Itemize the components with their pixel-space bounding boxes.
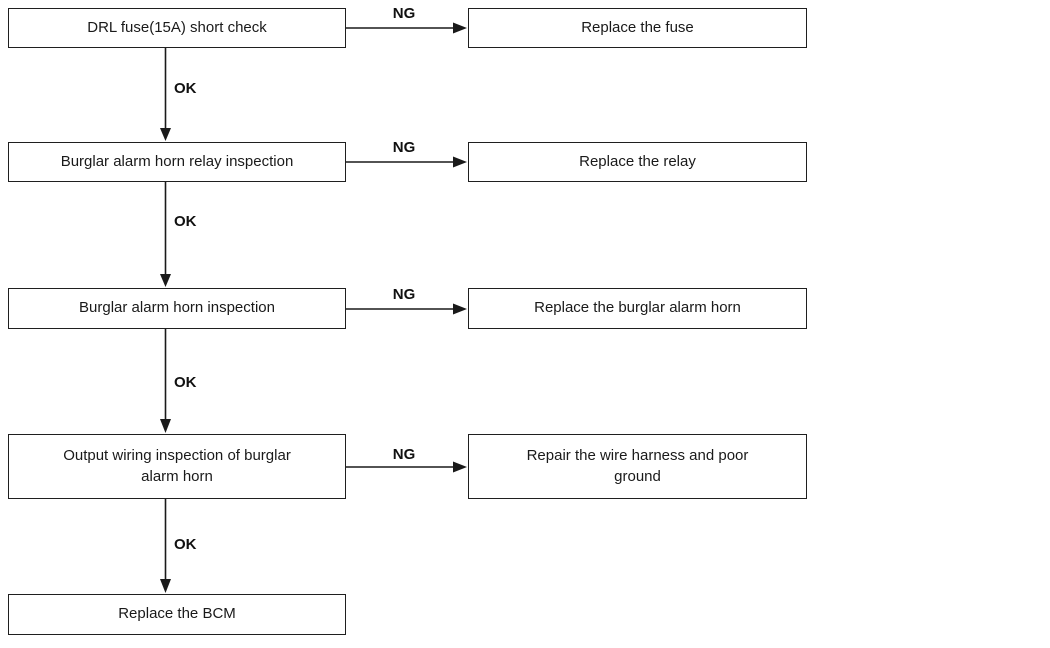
ng-edge-label-2: NG bbox=[392, 139, 416, 156]
action-box-label: Replace the burglar alarm horn bbox=[534, 299, 741, 317]
action-box-label: Replace the fuse bbox=[581, 18, 694, 36]
check-box-horn-relay-inspection: Burglar alarm horn relay inspection bbox=[8, 142, 346, 182]
ng-edge-label-1: NG bbox=[392, 5, 416, 22]
arrow-ok-step3 bbox=[160, 329, 171, 433]
arrow-ng-step1 bbox=[346, 22, 467, 34]
arrow-ok-step2 bbox=[160, 182, 171, 287]
action-box-replace-fuse: Replace the fuse bbox=[468, 8, 807, 48]
ok-edge-label-2: OK bbox=[174, 213, 197, 230]
action-box-label: Replace the relay bbox=[579, 152, 696, 170]
check-box-horn-inspection: Burglar alarm horn inspection bbox=[8, 288, 346, 329]
ok-edge-label-3: OK bbox=[174, 374, 197, 391]
ok-edge-label-4: OK bbox=[174, 536, 197, 553]
final-box-replace-bcm: Replace the BCM bbox=[8, 594, 346, 635]
check-box-output-wiring-inspection: Output wiring inspection of burglar alar… bbox=[8, 434, 346, 499]
action-box-repair-harness: Repair the wire harness and poor ground bbox=[468, 434, 807, 499]
ng-edge-label-3: NG bbox=[392, 286, 416, 303]
arrow-ok-step4 bbox=[160, 499, 171, 593]
arrow-ng-step4 bbox=[346, 461, 467, 473]
action-box-label: Repair the wire harness and poor ground bbox=[526, 447, 749, 485]
arrow-ng-step3 bbox=[346, 303, 467, 315]
check-box-label: Output wiring inspection of burglar alar… bbox=[63, 447, 291, 485]
check-box-drl-fuse: DRL fuse(15A) short check bbox=[8, 8, 346, 48]
arrow-ng-step2 bbox=[346, 156, 467, 168]
arrow-ok-step1 bbox=[160, 48, 171, 141]
check-box-label: Burglar alarm horn inspection bbox=[79, 299, 275, 317]
final-box-label: Replace the BCM bbox=[118, 605, 236, 623]
check-box-label: Burglar alarm horn relay inspection bbox=[60, 152, 294, 170]
action-box-replace-relay: Replace the relay bbox=[468, 142, 807, 182]
action-box-replace-horn: Replace the burglar alarm horn bbox=[468, 288, 807, 329]
ok-edge-label-1: OK bbox=[174, 80, 197, 97]
check-box-label: DRL fuse(15A) short check bbox=[87, 18, 267, 36]
ng-edge-label-4: NG bbox=[392, 446, 416, 463]
